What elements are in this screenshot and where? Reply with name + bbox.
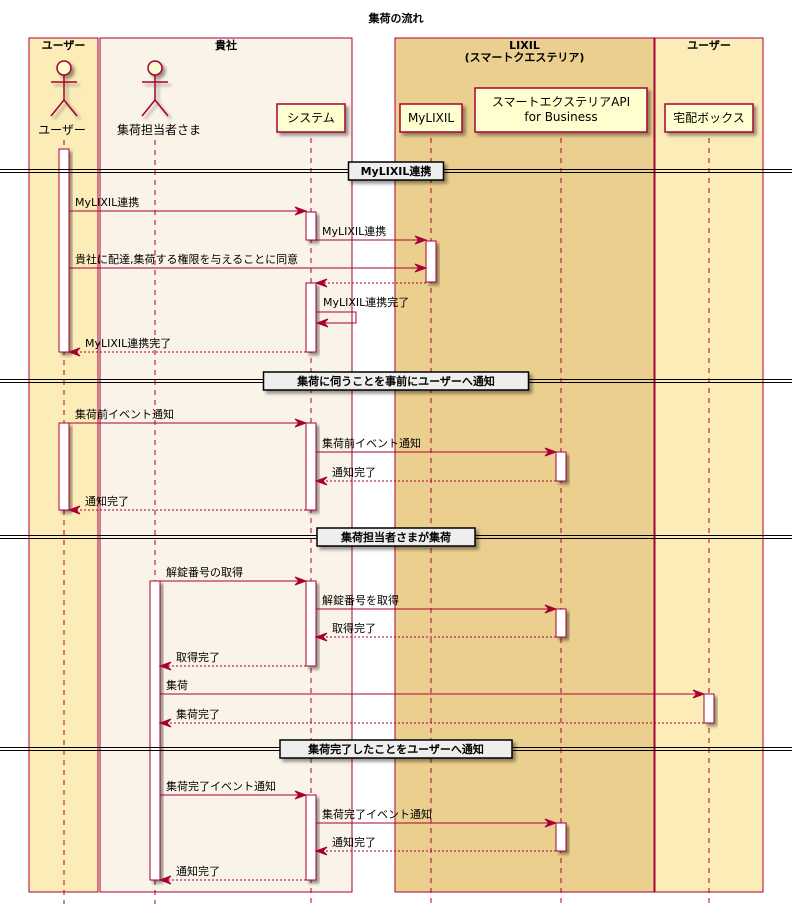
arrow-head-icon (544, 604, 558, 614)
participant-system (276, 103, 346, 133)
box-label-user_left: ユーザー (42, 39, 86, 52)
message-label: MyLIXIL連携完了 (323, 295, 409, 309)
activation-system (305, 211, 317, 241)
message-label: 集荷完了イベント通知 (322, 807, 432, 821)
box-label-lixil: (スマートクエステリア) (465, 51, 585, 64)
arrow-head-icon (692, 689, 706, 699)
message-label: 集荷完了イベント通知 (166, 779, 276, 793)
participant-label-api: スマートエクステリアAPI (492, 95, 630, 109)
activation-api (555, 451, 567, 482)
box-label-company: 貴社 (215, 38, 237, 52)
box-label-user_right: ユーザー (687, 39, 731, 52)
message-label: MyLIXIL連携 (75, 195, 139, 209)
arrow-head-icon (158, 875, 172, 885)
participant-label-staff: 集荷担当者さま (117, 122, 201, 137)
arrow-head-icon (158, 661, 172, 671)
activation-user (58, 422, 70, 511)
message-label: 解錠番号を取得 (322, 593, 399, 607)
activation-system (305, 794, 317, 881)
divider-label: 集荷完了したことをユーザーへ通知 (307, 742, 484, 756)
box-user_right (654, 37, 764, 893)
activation-mylixil (425, 240, 437, 283)
message-label: 通知完了 (332, 835, 376, 849)
arrow-head-icon (544, 447, 558, 457)
participant-label-box: 宅配ボックス (673, 110, 745, 125)
divider-box (279, 739, 513, 759)
activation-box (703, 693, 715, 724)
arrow-head-icon (314, 278, 328, 288)
participant-mylixil (399, 103, 463, 133)
participant-label-api: for Business (524, 110, 597, 124)
message-label: MyLIXIL連携 (322, 224, 386, 238)
message-label: 集荷前イベント通知 (75, 407, 174, 421)
divider-label: MyLIXIL連携 (361, 164, 432, 178)
arrow-head-icon (314, 846, 328, 856)
actor-staff-icon (141, 60, 169, 117)
message-label: 通知完了 (176, 864, 220, 878)
box-label-lixil: LIXIL (509, 39, 540, 52)
message-label: 貴社に配達,集荷する権限を与えることに同意 (75, 252, 298, 266)
activation-system (305, 422, 317, 511)
message-label: MyLIXIL連携完了 (85, 336, 171, 350)
message-arrow (316, 311, 357, 324)
message-label: 集荷 (166, 678, 188, 692)
arrow-head-icon (67, 505, 81, 515)
participant-box (664, 103, 754, 133)
activation-api (555, 608, 567, 638)
divider-box (262, 371, 530, 391)
message-label: 通知完了 (85, 494, 129, 508)
arrow-head-icon (414, 263, 428, 273)
arrow-head-icon (67, 347, 81, 357)
actor-user-icon (50, 60, 78, 117)
participant-label-system: システム (287, 111, 335, 125)
arrow-head-icon (294, 206, 308, 216)
message-label: 集荷前イベント通知 (322, 436, 421, 450)
arrow-head-icon (544, 818, 558, 828)
arrow-head-icon (314, 476, 328, 486)
arrow-head-icon (314, 632, 328, 642)
message-label: 集荷完了 (176, 707, 220, 721)
message-label: 解錠番号の取得 (166, 565, 243, 579)
message-label: 取得完了 (332, 621, 376, 635)
activation-system (305, 580, 317, 667)
arrow-head-icon (315, 318, 329, 328)
participant-api (474, 87, 648, 133)
arrow-head-icon (414, 235, 428, 245)
divider-box (316, 527, 476, 547)
message-label: 取得完了 (176, 650, 220, 664)
participant-label-mylixil: MyLIXIL (408, 111, 454, 125)
activation-api (555, 822, 567, 852)
activation-system (305, 282, 317, 353)
arrow-head-icon (294, 790, 308, 800)
activation-staff (149, 580, 161, 881)
activation-user (58, 148, 70, 353)
arrow-head-icon (294, 418, 308, 428)
diagram-title: 集荷の流れ (368, 12, 424, 25)
divider-label: 集荷に伺うことを事前にユーザーへ通知 (296, 374, 495, 388)
divider-label: 集荷担当者さまが集荷 (340, 530, 451, 544)
divider-box (347, 161, 445, 181)
arrow-head-icon (294, 576, 308, 586)
message-label: 通知完了 (332, 465, 376, 479)
participant-label-user: ユーザー (38, 123, 86, 137)
arrow-head-icon (158, 718, 172, 728)
